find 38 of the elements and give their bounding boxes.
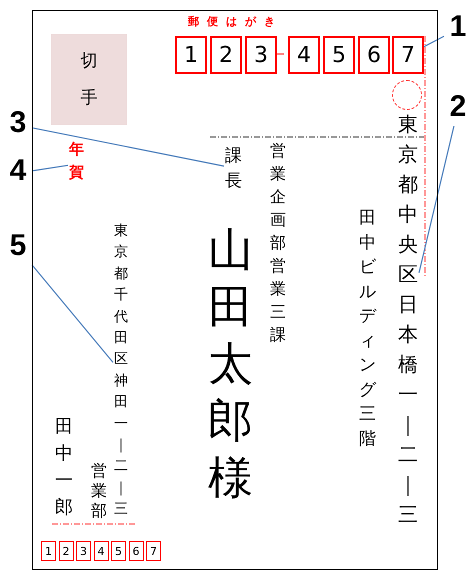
recipient-address: 東京都中央区日本橋一｜二｜三 (397, 109, 419, 529)
leader-line (32, 127, 224, 167)
callout-number: 3 (4, 108, 32, 142)
callout-number: 2 (444, 92, 472, 126)
callout-number: 5 (4, 231, 32, 265)
leader-line (32, 264, 114, 363)
sender-department: 営業部 (90, 461, 108, 523)
leader-line (418, 126, 455, 273)
postal-code-box: 7 (392, 36, 424, 74)
postal-code-box: 5 (323, 36, 355, 74)
stamp-area (51, 34, 127, 125)
postal-code-box: 4 (288, 36, 320, 74)
postal-code-box: 2 (58, 541, 74, 561)
postal-code-box: 1 (175, 36, 207, 74)
postal-code-box: 3 (76, 541, 91, 561)
postal-code-box: 1 (41, 541, 56, 561)
callout-number: 1 (444, 12, 472, 46)
sender-address: 東京都千代田区神田一｜二｜三 (113, 221, 129, 523)
building-name: 田中ビルディング三階 (358, 206, 377, 451)
job-title: 課長 (224, 144, 243, 192)
leader-line (32, 164, 68, 172)
postal-code-box: 3 (245, 36, 277, 74)
postcard-outline (32, 10, 438, 570)
postal-code-box: 6 (128, 541, 144, 561)
postal-code-box: 4 (94, 541, 108, 561)
postal-code-box: 7 (146, 541, 161, 561)
recipient-name: 山田太郎様 (207, 221, 254, 506)
postal-code-box: 6 (358, 36, 390, 74)
postmark-circle (392, 80, 422, 110)
postal-code-box: 5 (111, 541, 126, 561)
leader-line (424, 36, 444, 48)
greeting-mark: 年賀 (68, 138, 85, 190)
callout-number: 4 (4, 156, 32, 190)
postal-code-box: 2 (210, 36, 242, 74)
sender-name: 田中一郎 (54, 413, 74, 525)
postcard-heading: 郵便はがき (188, 14, 283, 29)
stamp-label: 切手 (80, 50, 98, 110)
department-name: 営業企画部営業三課 (269, 139, 287, 349)
